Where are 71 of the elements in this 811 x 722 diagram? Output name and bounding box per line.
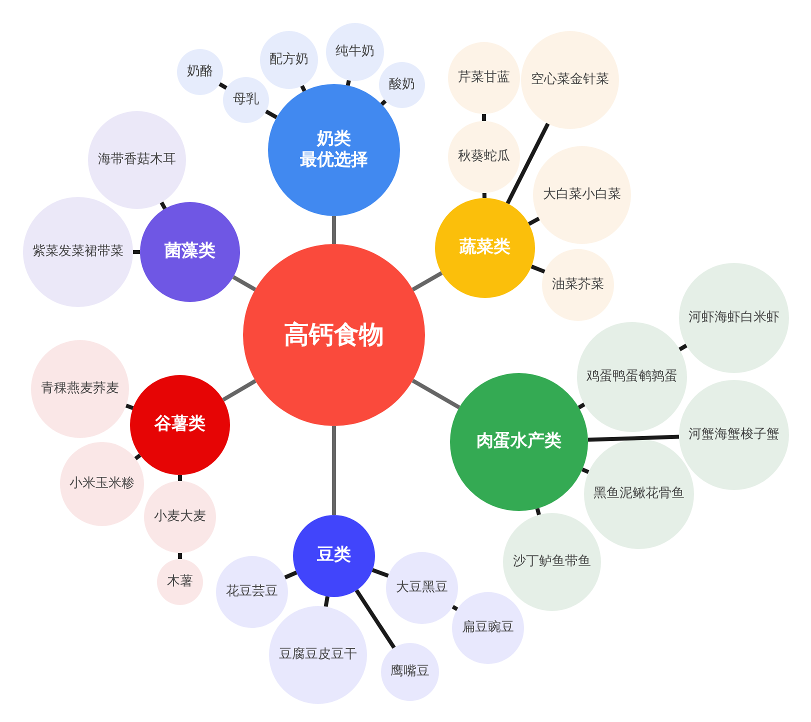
- connector-line: [300, 85, 306, 92]
- connector-line: [412, 271, 443, 292]
- connector-line: [218, 82, 228, 90]
- food-circle: [260, 31, 318, 89]
- connector-line: [133, 250, 140, 254]
- connector-line: [578, 402, 586, 410]
- food-label: 扁豆豌豆: [462, 620, 514, 636]
- connector-line: [125, 404, 134, 410]
- connector-line: [582, 468, 590, 474]
- food-label: 黑鱼泥鳅花骨鱼: [594, 486, 684, 502]
- food-label: 酸奶: [389, 76, 415, 94]
- connector-line: [222, 379, 256, 402]
- food-label: 小米玉米糁: [70, 476, 134, 492]
- food-label: 芹菜甘蓝: [458, 70, 510, 86]
- connector-line: [332, 426, 336, 515]
- food-circle: [177, 49, 223, 95]
- connector-line: [265, 110, 278, 120]
- food-label: 鹰嘴豆: [390, 664, 430, 680]
- connector-line: [178, 553, 182, 559]
- connector-line: [506, 122, 550, 204]
- food-label: 大豆黑豆: [396, 580, 448, 596]
- category-label: 菌藻类: [164, 241, 216, 263]
- category-label: 蔬菜类: [460, 237, 510, 259]
- connector-line: [354, 589, 396, 649]
- food-label: 木薯: [167, 574, 193, 590]
- category-label: 谷薯类: [154, 414, 206, 436]
- food-label: 河蟹海蟹梭子蟹: [688, 426, 780, 444]
- food-label: 秋葵蛇瓜: [458, 148, 510, 166]
- connector-line: [160, 202, 167, 210]
- connector-line: [482, 114, 486, 121]
- category-label: 最优选择: [300, 150, 368, 172]
- food-label: 花豆芸豆: [226, 584, 278, 600]
- connector-line: [232, 275, 256, 292]
- food-label: 青稞燕麦荞麦: [41, 380, 119, 398]
- connector-line: [678, 344, 688, 352]
- food-circle: [157, 559, 203, 605]
- connector-line: [178, 475, 182, 481]
- connector-line: [134, 454, 142, 460]
- connector-line: [530, 264, 546, 274]
- connector-line: [324, 596, 330, 607]
- food-label: 大白菜小白菜: [543, 186, 621, 204]
- food-label: 小麦大麦: [154, 508, 206, 526]
- food-circle: [223, 77, 269, 123]
- category-label: 肉蛋水产类: [476, 431, 562, 453]
- food-label: 配方奶: [270, 52, 308, 68]
- category-label: 豆类: [317, 545, 351, 567]
- category-label: 奶类: [317, 128, 351, 150]
- connector-line: [588, 434, 680, 442]
- connector-line: [332, 216, 336, 244]
- connector-line: [482, 192, 486, 198]
- food-label: 油菜芥菜: [552, 276, 604, 294]
- connector-line: [535, 508, 541, 516]
- connector-line: [284, 570, 298, 580]
- food-label: 空心菜金针菜: [531, 72, 609, 88]
- food-label: 豆腐豆皮豆干: [279, 646, 357, 664]
- connector-line: [372, 568, 389, 578]
- connector-line: [528, 216, 540, 226]
- food-label: 沙丁鲈鱼带鱼: [513, 554, 591, 570]
- food-label: 纯牛奶: [336, 44, 374, 60]
- food-label: 河虾海虾白米虾: [688, 310, 780, 326]
- food-label: 海带香菇木耳: [98, 152, 176, 168]
- food-label: 紫菜发菜裙带菜: [32, 244, 124, 260]
- connector-line: [380, 99, 387, 106]
- food-label: 奶酪: [187, 64, 213, 80]
- food-circle: [379, 62, 425, 108]
- connector-line: [452, 604, 458, 612]
- connector-line: [346, 80, 351, 86]
- center-title: 高钙食物: [284, 319, 384, 351]
- connector-line: [412, 378, 460, 410]
- food-label: 鸡蛋鸭蛋鹌鹑蛋: [586, 368, 678, 386]
- food-label: 母乳: [233, 92, 259, 108]
